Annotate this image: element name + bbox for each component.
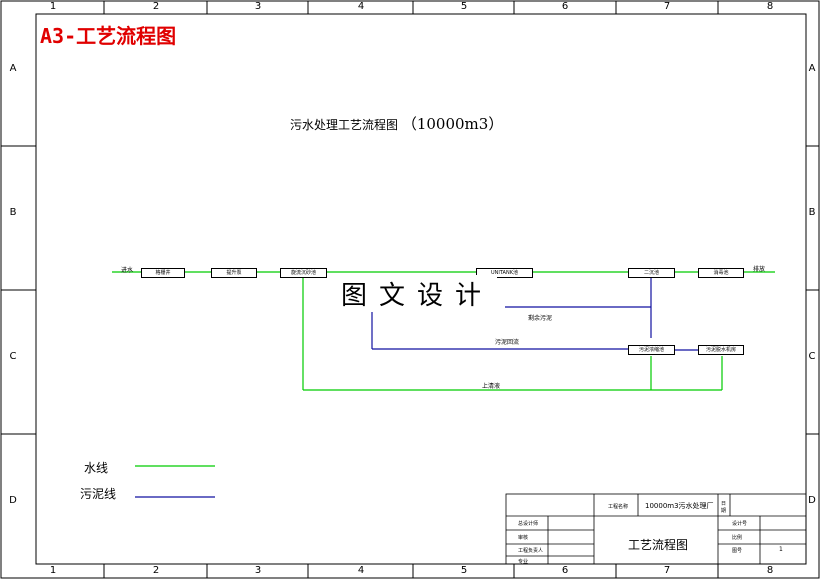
- unit-grit-chamber: 旋流沉砂池: [280, 268, 327, 278]
- row-letter-left-b: B: [9, 207, 17, 218]
- column-number-top-4: 4: [357, 1, 365, 12]
- tb-row-left-3: 工程负责人: [518, 548, 544, 554]
- column-number-bottom-2: 2: [152, 565, 160, 576]
- column-number-bottom-3: 3: [254, 565, 262, 576]
- diagram-title-text: 污水处理工艺流程图: [290, 118, 399, 132]
- inlet-label: 进水: [121, 267, 134, 274]
- column-number-top-2: 2: [152, 1, 160, 12]
- column-number-top-6: 6: [561, 1, 569, 12]
- tb-side-label: 日期: [721, 501, 727, 514]
- column-number-top-3: 3: [254, 1, 262, 12]
- diagram-capacity: （10000m3）: [401, 115, 504, 133]
- outlet-label: 排放: [753, 266, 766, 273]
- legend-water-line-label: 水线: [84, 461, 109, 475]
- title-block-grid: [505, 493, 807, 565]
- unit-sludge-thickener: 污泥浓缩池: [628, 345, 675, 355]
- tb-row-left-4: 专业: [518, 559, 529, 565]
- column-number-top-1: 1: [49, 1, 57, 12]
- column-number-bottom-6: 6: [561, 565, 569, 576]
- unit-sludge-dewatering: 污泥脱水机房: [698, 345, 744, 355]
- tb-row-left-2: 审核: [518, 535, 529, 541]
- tb-row-right-2: 比例: [732, 535, 743, 541]
- column-number-top-8: 8: [766, 1, 774, 12]
- row-letter-right-a: A: [808, 63, 816, 74]
- column-number-bottom-7: 7: [663, 565, 671, 576]
- unit-lift-pump: 提升泵: [211, 268, 257, 278]
- unit-biochem-tank: UNITANK池: [476, 268, 533, 278]
- unit-disinfection-tank: 消毒池: [698, 268, 744, 278]
- row-letter-left-a: A: [9, 63, 17, 74]
- tb-row-right-1: 设计号: [732, 521, 748, 527]
- tb-project-label: 工程名称: [608, 504, 629, 510]
- tb-project-value: 10000m3污水处理厂: [645, 502, 714, 510]
- sludge-line-paths: [371, 276, 698, 351]
- column-number-top-5: 5: [460, 1, 468, 12]
- tb-row-left-1: 总设计师: [518, 521, 539, 527]
- unit-secondary-clarifier: 二沉池: [628, 268, 675, 278]
- column-number-bottom-8: 8: [766, 565, 774, 576]
- waste-sludge-label: 剩余污泥: [528, 315, 553, 322]
- row-letter-left-d: D: [9, 495, 17, 506]
- tb-row-right-3: 图号: [732, 548, 743, 554]
- sheet-size-title: A3-工艺流程图: [40, 24, 177, 48]
- column-number-top-7: 7: [663, 1, 671, 12]
- diagram-title: 污水处理工艺流程图 （10000m3）: [290, 113, 503, 134]
- row-letter-right-b: B: [808, 207, 816, 218]
- column-number-bottom-4: 4: [357, 565, 365, 576]
- row-letter-left-c: C: [9, 351, 17, 362]
- column-number-bottom-1: 1: [49, 565, 57, 576]
- sludge-reflux-label: 污泥回流: [495, 339, 520, 346]
- column-number-bottom-5: 5: [460, 565, 468, 576]
- supernatant-label: 上清液: [482, 383, 501, 390]
- row-letter-right-c: C: [808, 351, 816, 362]
- legend-sludge-line-label: 污泥线: [80, 487, 117, 501]
- tb-sheet-no: 1: [779, 546, 783, 553]
- tb-drawing-title: 工艺流程图: [628, 538, 689, 552]
- unit-coarse-screen: 格栅井: [141, 268, 185, 278]
- row-letter-right-d: D: [808, 495, 816, 506]
- watermark-text: 图文设计: [337, 275, 498, 312]
